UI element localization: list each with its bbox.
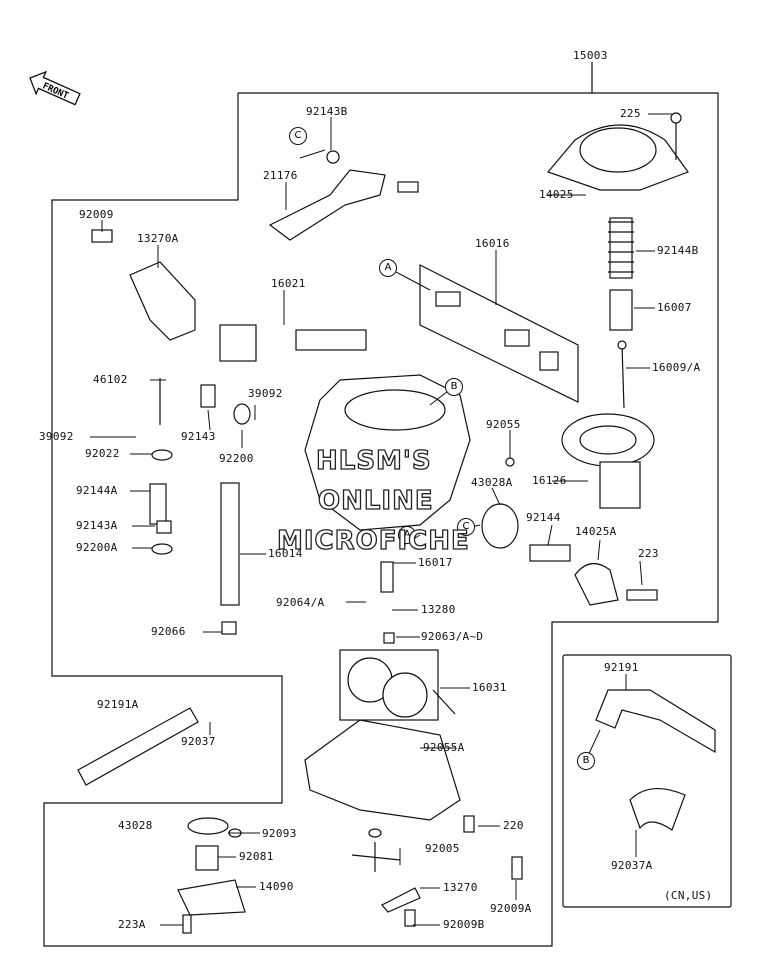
part-14025a: 14025A bbox=[575, 525, 617, 538]
hose-clamp-icon bbox=[629, 788, 686, 831]
part-92009b: 92009B bbox=[443, 918, 485, 931]
part-43028a: 43028A bbox=[471, 476, 513, 489]
part-16014: 16014 bbox=[268, 547, 303, 560]
part-92144a: 92144A bbox=[76, 484, 118, 497]
fitting-icon bbox=[351, 842, 401, 872]
watermark-line-3: MICROFICHE bbox=[276, 525, 470, 556]
hose-icon bbox=[77, 707, 199, 786]
part-92200a: 92200A bbox=[76, 541, 118, 554]
ref-circle-a-body: A bbox=[398, 526, 416, 544]
part-16126: 16126 bbox=[532, 474, 567, 487]
ref-circle-c-body: C bbox=[457, 518, 475, 536]
ref-circle-b-hose: B bbox=[577, 752, 595, 770]
accelerator-pump-box bbox=[419, 264, 579, 403]
part-220: 220 bbox=[503, 819, 524, 832]
front-arrow-icon: FRONT bbox=[29, 70, 81, 106]
vent-hose-icon bbox=[595, 689, 716, 754]
part-92022: 92022 bbox=[85, 447, 120, 460]
cn-us-variant-box bbox=[562, 654, 732, 908]
throttle-stop-icon bbox=[129, 261, 196, 341]
region-note: (CN,US) bbox=[664, 889, 713, 902]
part-92143: 92143 bbox=[181, 430, 216, 443]
watermark-line-2: ONLINE bbox=[317, 485, 434, 516]
part-92191: 92191 bbox=[604, 661, 639, 674]
part-92191a: 92191A bbox=[97, 698, 139, 711]
main-assembly-outline bbox=[43, 92, 719, 947]
part-39092-left: 39092 bbox=[39, 430, 74, 443]
part-92037: 92037 bbox=[181, 735, 216, 748]
part-14025: 14025 bbox=[539, 188, 574, 201]
part-14090: 14090 bbox=[259, 880, 294, 893]
part-46102: 46102 bbox=[93, 373, 128, 386]
side-cover-icon bbox=[574, 563, 619, 606]
part-16021: 16021 bbox=[271, 277, 306, 290]
jet-needle-icon bbox=[621, 344, 625, 409]
spring-92081-icon bbox=[195, 845, 219, 871]
spring-icon bbox=[608, 221, 634, 273]
part-92143b: 92143B bbox=[306, 105, 348, 118]
part-21176: 21176 bbox=[263, 169, 298, 182]
part-92055: 92055 bbox=[486, 418, 521, 431]
part-16031: 16031 bbox=[472, 681, 507, 694]
part-39092-right: 39092 bbox=[248, 387, 283, 400]
part-92055a: 92055A bbox=[423, 741, 465, 754]
watermark-line-1: HLSM'S bbox=[315, 445, 432, 476]
part-92037a: 92037A bbox=[611, 859, 653, 872]
part-92081: 92081 bbox=[239, 850, 274, 863]
pump-cover-icon bbox=[177, 879, 246, 916]
needle-holder-icon bbox=[609, 289, 633, 331]
part-16017: 16017 bbox=[418, 556, 453, 569]
float-bowl-icon bbox=[304, 719, 461, 821]
part-92066: 92066 bbox=[151, 625, 186, 638]
part-16007: 16007 bbox=[657, 301, 692, 314]
part-92144: 92144 bbox=[526, 511, 561, 524]
part-223a: 223A bbox=[118, 918, 146, 931]
part-92064a: 92064/A bbox=[276, 596, 325, 609]
part-92093: 92093 bbox=[262, 827, 297, 840]
ref-circle-b-body: B bbox=[445, 378, 463, 396]
part-illustrations bbox=[77, 112, 716, 934]
jet-kit-box bbox=[220, 482, 240, 606]
choke-plunger-icon bbox=[268, 169, 386, 241]
part-92005: 92005 bbox=[425, 842, 460, 855]
part-13270: 13270 bbox=[443, 881, 478, 894]
part-92144b: 92144B bbox=[657, 244, 699, 257]
part-92009: 92009 bbox=[79, 208, 114, 221]
part-16009a: 16009/A bbox=[652, 361, 701, 374]
part-225: 225 bbox=[620, 107, 641, 120]
part-15003: 15003 bbox=[573, 49, 608, 62]
part-92009a: 92009A bbox=[490, 902, 532, 915]
part-92200: 92200 bbox=[219, 452, 254, 465]
part-13270a: 13270A bbox=[137, 232, 179, 245]
part-223: 223 bbox=[638, 547, 659, 560]
ref-circle-a-top: A bbox=[379, 259, 397, 277]
leader-lines bbox=[90, 113, 672, 926]
bracket-icon bbox=[381, 887, 421, 913]
part-13280: 13280 bbox=[421, 603, 456, 616]
part-43028: 43028 bbox=[118, 819, 153, 832]
part-16016: 16016 bbox=[475, 237, 510, 250]
part-92143a: 92143A bbox=[76, 519, 118, 532]
part-92063a-d: 92063/A~D bbox=[421, 630, 484, 643]
ref-circle-c-top: C bbox=[289, 127, 307, 145]
